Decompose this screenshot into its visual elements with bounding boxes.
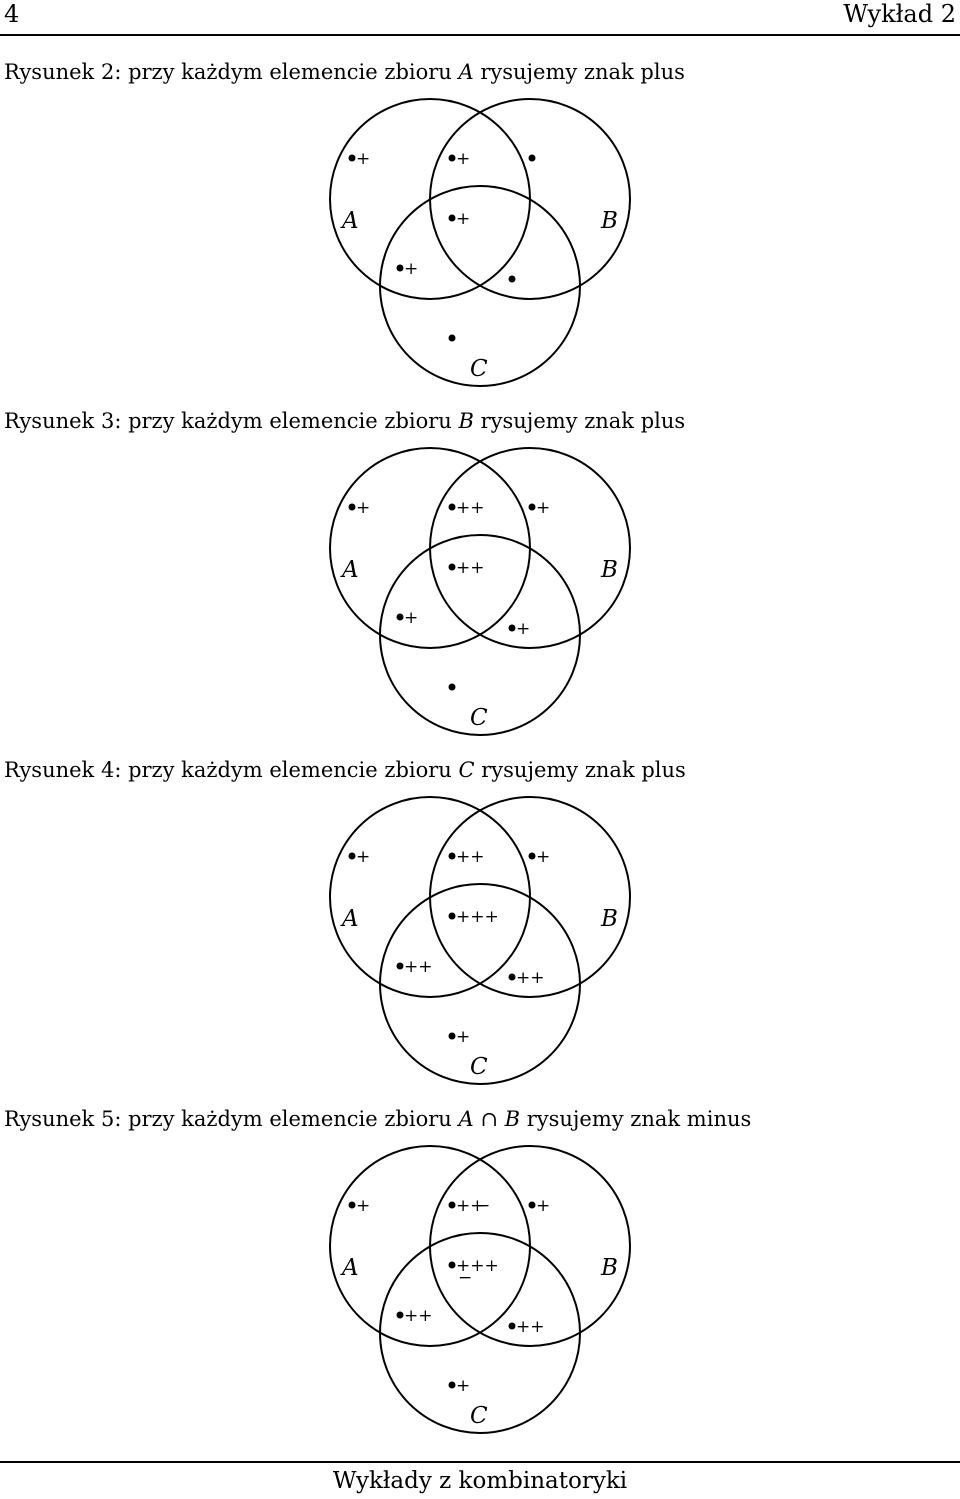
region-marks-ac: + [404,259,418,279]
set-label-c: C [470,1054,488,1080]
circle-c [379,883,581,1085]
element-dot [396,1311,404,1319]
element-dot [448,1261,456,1269]
element-dot [528,154,536,162]
element-dot [448,503,456,511]
region-marks-ac: ++ [404,957,433,977]
element-dot [448,214,456,222]
circle-c [379,534,581,736]
element-dot [448,912,456,920]
set-label-b: B [600,208,618,234]
region-marks-a-only: + [356,1196,370,1216]
set-label-b: B [600,557,618,583]
region-marks-b-only: + [536,1196,550,1216]
figure-caption-5: Rysunek 5: przy każdym elemencie zbioru … [4,1107,752,1131]
element-dot [508,1322,516,1330]
element-dot [508,275,516,283]
element-dot [348,154,356,162]
element-dot [448,1201,456,1209]
header-rule [0,34,960,36]
region-marks-bc: ++ [516,1317,545,1337]
region-marks-b-only: + [536,498,550,518]
circle-c [379,185,581,387]
region-marks-bc: ++ [516,968,545,988]
circle-c [379,1232,581,1434]
page-header: 4 Wykład 2 [0,0,960,36]
set-label-b: B [600,906,618,932]
footer-rule [0,1461,960,1463]
region-marks-ab: ++ [456,498,485,518]
element-dot [528,1201,536,1209]
element-dot [448,852,456,860]
venn-diagram-3: A B C + ++ + ++ + + [0,445,960,736]
region-marks-ac: ++ [404,1306,433,1326]
element-dot [396,264,404,272]
region-marks-ab: ++ [456,847,485,867]
set-label-a: A [340,906,359,932]
element-dot [508,973,516,981]
region-minus-abc: − [458,1268,472,1288]
element-dot [348,1201,356,1209]
set-label-c: C [470,705,488,731]
element-dot [396,962,404,970]
region-marks-ac: + [404,608,418,628]
caption-set-name: C [458,758,475,782]
set-label-c: C [470,356,488,382]
figure-caption-2: Rysunek 2: przy każdym elemencie zbioru … [4,60,685,84]
figure-caption-4: Rysunek 4: przy każdym elemencie zbioru … [4,758,686,782]
venn-diagram-4: A B C + ++ + +++ ++ ++ + [0,794,960,1085]
venn-diagram-2: A B C + + + + [0,96,960,387]
element-dot [448,563,456,571]
caption-set-name: A ∩ B [458,1107,521,1131]
element-dot [348,852,356,860]
element-dot [448,683,456,691]
region-marks-a-only: + [356,847,370,867]
page-number: 4 [4,0,20,28]
caption-set-name: B [458,409,474,433]
venn-diagram-5: A B C + ++ − + +++ − ++ ++ + [0,1143,960,1434]
region-marks-abc: + [456,209,470,229]
region-marks-a-only: + [356,149,370,169]
region-marks-abc: +++ [456,1256,499,1276]
region-marks-a-only: + [356,498,370,518]
element-dot [348,503,356,511]
element-dot [528,503,536,511]
region-marks-bc: + [516,619,530,639]
set-label-a: A [340,208,359,234]
set-label-b: B [600,1255,618,1281]
page-footer: Wykłady z kombinatoryki [332,1468,628,1494]
element-dot [508,624,516,632]
region-marks-b-only: + [536,847,550,867]
region-minus-ab: − [476,1196,490,1216]
set-label-a: A [340,1255,359,1281]
region-marks-c-only: + [456,1376,470,1396]
region-marks-ab: + [456,149,470,169]
element-dot [448,334,456,342]
element-dot [528,852,536,860]
figure-caption-3: Rysunek 3: przy każdym elemencie zbioru … [4,409,686,433]
region-marks-abc: ++ [456,558,485,578]
element-dot [448,154,456,162]
element-dot [448,1381,456,1389]
region-marks-abc: +++ [456,907,499,927]
running-title: Wykład 2 [843,0,956,28]
caption-set-name: A [458,60,474,84]
region-marks-ab: ++ [456,1196,485,1216]
element-dot [396,613,404,621]
region-marks-c-only: + [456,1027,470,1047]
element-dot [448,1032,456,1040]
set-label-c: C [470,1403,488,1429]
set-label-a: A [340,557,359,583]
